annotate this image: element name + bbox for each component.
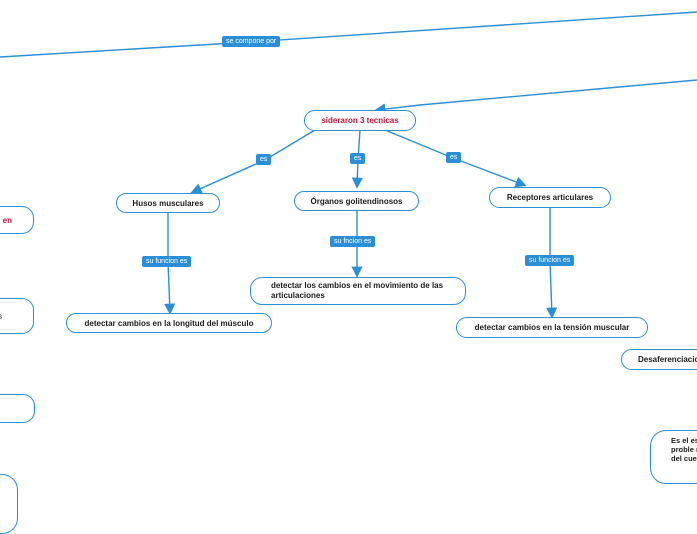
node-detectar-movimiento[interactable]: detectar los cambios en el movimiento de… [250, 277, 466, 305]
link-label-es-organos[interactable]: es [350, 153, 366, 164]
node-left-partial-2[interactable]: s [0, 298, 34, 334]
node-detectar-tension[interactable]: detectar cambios en la tensión muscular [456, 317, 648, 338]
node-left-partial-3[interactable] [0, 394, 35, 423]
link-label-funcion-receptores[interactable]: su funcion es [525, 255, 575, 266]
link-label-es-receptores[interactable]: es [446, 152, 462, 163]
node-receptores-articulares[interactable]: Receptores articulares [489, 187, 611, 208]
node-desaferenciacion[interactable]: Desaferenciacio [621, 349, 697, 370]
node-left-partial-4[interactable] [0, 474, 18, 534]
link-label-funcion-organos[interactable]: su fncion es [330, 236, 376, 247]
edge-top-right [374, 79, 697, 115]
link-label-se-compone-por[interactable]: se compone por [222, 36, 281, 47]
link-label-es-husos[interactable]: es [256, 154, 272, 165]
edge-top-compone [0, 11, 697, 58]
topic-node-tecnicas[interactable]: sideraron 3 tecnicas [304, 110, 416, 131]
node-detectar-longitud[interactable]: detectar cambios en la longitud del músc… [66, 313, 272, 333]
node-organos-golitendinosos[interactable]: Órganos golitendinosos [294, 191, 419, 211]
node-right-note[interactable]: Es el es vivos q proble nervios del cue [650, 430, 697, 484]
node-left-partial-1[interactable]: en [0, 206, 34, 234]
connector-lines [0, 11, 697, 319]
node-husos-musculares[interactable]: Husos musculares [116, 193, 220, 213]
edge-topic-husos [190, 129, 316, 194]
link-label-funcion-husos[interactable]: su funcion es [142, 256, 192, 267]
